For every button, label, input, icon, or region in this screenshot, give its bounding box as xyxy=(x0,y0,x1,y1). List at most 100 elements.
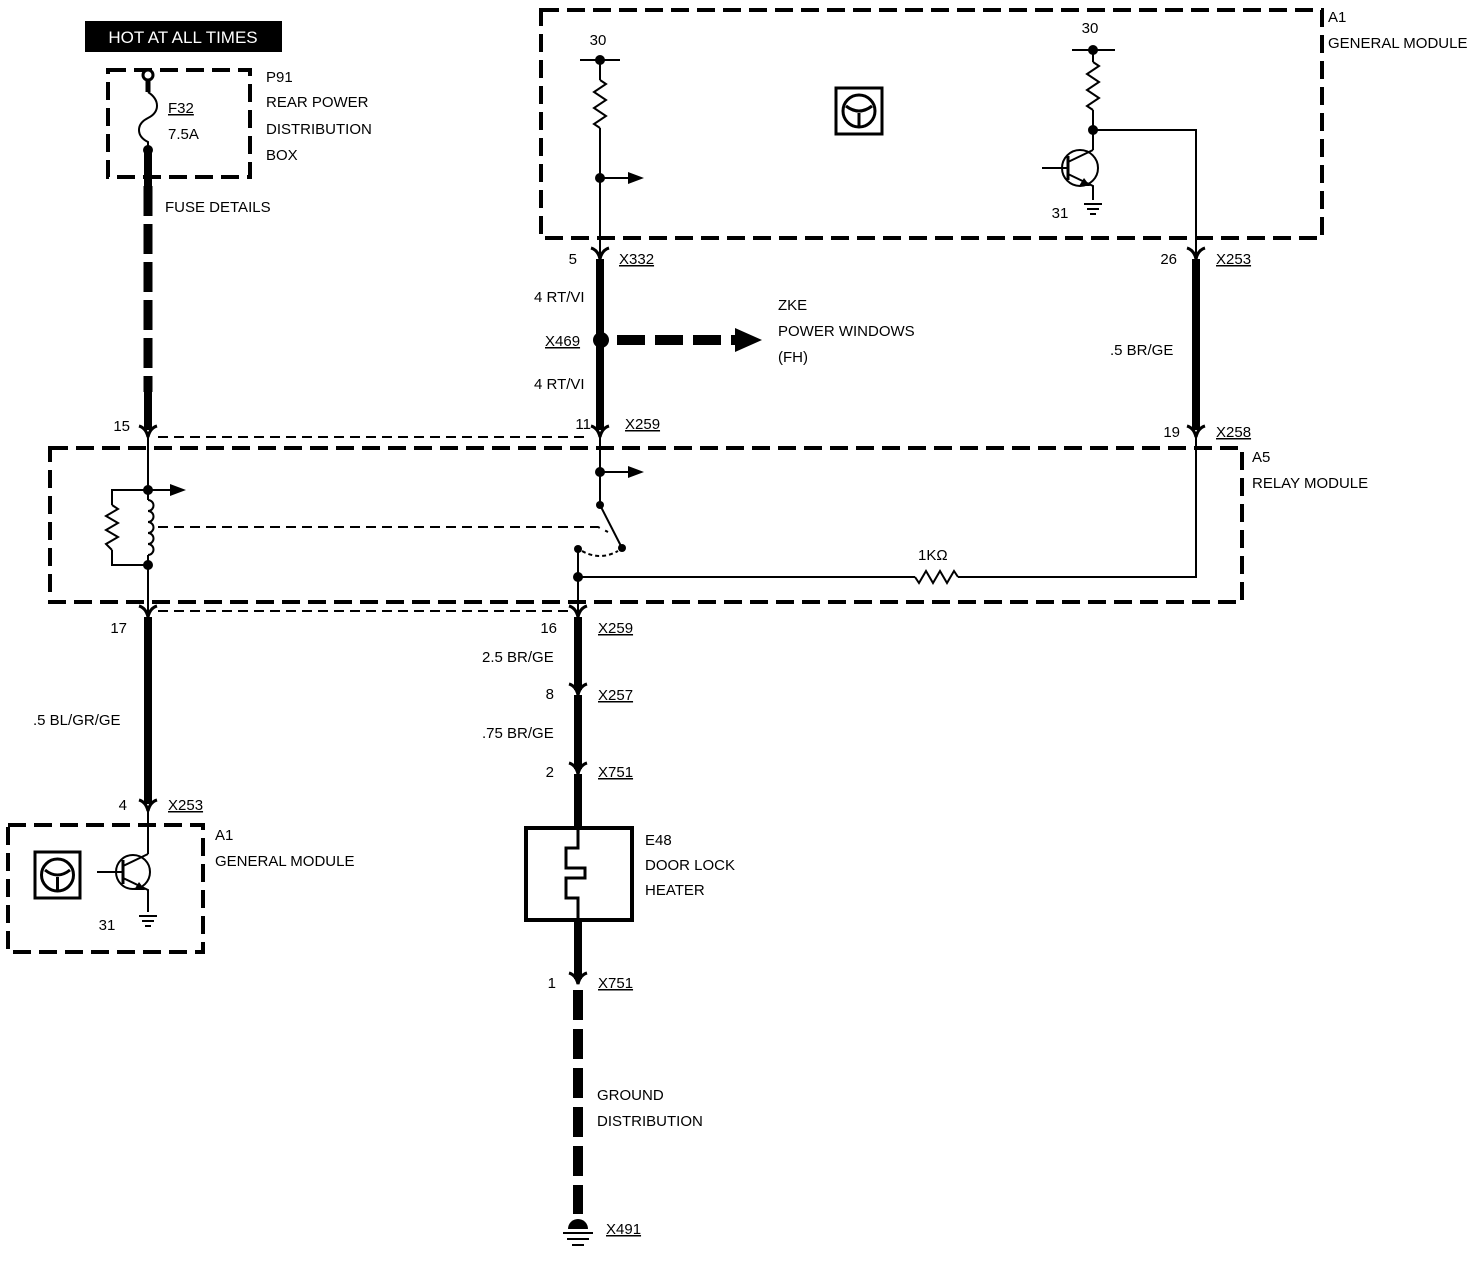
fuse-rating: 7.5A xyxy=(168,126,199,143)
connector-x259-16: 16 X259 xyxy=(540,604,633,637)
relay-mechanical-link xyxy=(158,526,609,533)
connector-pin: 5 xyxy=(569,251,577,268)
wire-segment xyxy=(111,550,148,566)
wire-075-br-ge: .75 BR/GE xyxy=(482,695,582,769)
general-module-top: A1 GENERAL MODULE 30 30 xyxy=(539,8,1467,256)
pin-30-left-label: 30 xyxy=(590,32,607,49)
general-module-bottom: A1 GENERAL MODULE 31 xyxy=(6,811,354,954)
relay-coil xyxy=(147,499,155,556)
zke-label-3: (FH) xyxy=(778,349,808,366)
ground-point-id: X491 xyxy=(606,1221,641,1238)
general-module-top-name: GENERAL MODULE xyxy=(1328,35,1467,52)
general-module-top-id: A1 xyxy=(1328,9,1346,26)
p91-line-2: DISTRIBUTION xyxy=(266,121,372,138)
connector-x257: 8 X257 xyxy=(546,682,633,704)
wire-label-upper: 4 RT/VI xyxy=(534,289,585,306)
wire-segment xyxy=(958,437,1197,578)
general-module-bottom-name: GENERAL MODULE xyxy=(215,853,354,870)
switch-contact-dot xyxy=(618,544,626,552)
connector-pin: 26 xyxy=(1160,251,1177,268)
connector-id: X259 xyxy=(625,416,660,433)
wire-25-br-ge: 2.5 BR/GE xyxy=(482,617,582,690)
connector-x253-top: 26 X253 xyxy=(1160,246,1251,268)
connector-x259-11: 11 X259 xyxy=(575,416,660,438)
wire-05-br-ge-right: .5 BR/GE xyxy=(1110,259,1200,430)
fuse-top-terminal xyxy=(141,68,155,82)
ground-distribution: GROUND DISTRIBUTION X491 xyxy=(563,990,703,1246)
p91-line-3: BOX xyxy=(266,147,298,164)
pull-up-resistor-left xyxy=(592,79,608,129)
connector-symbol xyxy=(568,971,588,985)
switch-travel-arc xyxy=(581,550,619,557)
resistor-1k-label: 1KΩ xyxy=(918,547,948,564)
connector-x332: 5 X332 xyxy=(569,246,654,268)
heater-line-2: HEATER xyxy=(645,882,705,899)
connector-id: X751 xyxy=(598,975,633,992)
connector-pin: 19 xyxy=(1163,424,1180,441)
ground-icon xyxy=(139,915,157,927)
heater-line-1: DOOR LOCK xyxy=(645,857,735,874)
transistor-bottom xyxy=(97,853,151,912)
connector-x751-pin-2: 2 X751 xyxy=(546,761,633,781)
hot-at-all-times-banner: HOT AT ALL TIMES xyxy=(85,21,282,52)
connector-pin: 8 xyxy=(546,686,554,703)
steering-wheel-icon xyxy=(33,850,82,900)
pin-31-label: 31 xyxy=(99,917,116,934)
banner-background xyxy=(85,21,282,52)
connector-id: X258 xyxy=(1216,424,1251,441)
junction-dot xyxy=(143,560,153,570)
fuse-details-label: FUSE DETAILS xyxy=(165,199,271,216)
connector-pin: 17 xyxy=(110,620,127,637)
zke-label-2: POWER WINDOWS xyxy=(778,323,915,340)
connector-x258: 19 X258 xyxy=(1163,424,1251,441)
heater-element-icon xyxy=(564,830,587,918)
relay-switch-arm xyxy=(599,504,623,549)
general-module-bottom-boundary xyxy=(6,823,205,954)
connector-x253-bottom: 4 X253 xyxy=(119,797,203,814)
connector-id: X259 xyxy=(598,620,633,637)
relay-module-boundary xyxy=(48,446,1244,604)
transistor-top xyxy=(1042,149,1099,200)
relay-module-name: RELAY MODULE xyxy=(1252,475,1368,492)
splice-x469-dot xyxy=(593,332,609,348)
signal-arrow-icon xyxy=(628,466,644,478)
relay-module-id: A5 xyxy=(1252,449,1270,466)
connector-pin: 16 xyxy=(540,620,557,637)
zke-arrow-icon xyxy=(735,328,762,352)
signal-arrow-icon xyxy=(170,484,186,496)
wire-label: .75 BR/GE xyxy=(482,725,554,742)
output-wire-to-x253 xyxy=(1093,129,1197,256)
p91-line-1: REAR POWER xyxy=(266,94,369,111)
splice-x469-label: X469 xyxy=(545,333,580,350)
heater-id: E48 xyxy=(645,832,672,849)
wire-label-lower: 4 RT/VI xyxy=(534,376,585,393)
wire-label: 2.5 BR/GE xyxy=(482,649,554,666)
fuse-id: F32 xyxy=(168,100,194,117)
ground-icon xyxy=(1084,203,1102,215)
wire-05-bl-gr-ge: .5 BL/GR/GE xyxy=(33,617,152,804)
connector-pin: 11 xyxy=(575,416,591,433)
connector-id: X751 xyxy=(598,764,633,781)
resistor-1k xyxy=(914,569,959,585)
connector-pin: 1 xyxy=(548,975,556,992)
connector-id: X253 xyxy=(168,797,203,814)
banner-label: HOT AT ALL TIMES xyxy=(108,28,257,47)
relay-module: A5 RELAY MODULE 1KΩ xyxy=(48,437,1368,614)
fuse-output-wire: FUSE DETAILS xyxy=(143,150,271,430)
pull-up-resistor-right xyxy=(1085,61,1101,111)
p91-id: P91 xyxy=(266,69,293,86)
connector-id: X332 xyxy=(619,251,654,268)
general-module-top-boundary xyxy=(539,8,1324,240)
zke-label-1: ZKE xyxy=(778,297,807,314)
coil-suppression-resistor xyxy=(104,504,120,551)
p91-boundary xyxy=(106,68,252,179)
wire-label: .5 BL/GR/GE xyxy=(33,712,121,729)
p91-rear-power-distribution-box: F32 7.5A P91 REAR POWER DISTRIBUTION BOX xyxy=(106,68,372,179)
wire-segment xyxy=(111,489,148,505)
pin-30-right-label: 30 xyxy=(1082,20,1099,37)
connector-pin: 4 xyxy=(119,797,127,814)
connector-id: X257 xyxy=(598,687,633,704)
pin-31-label: 31 xyxy=(1052,205,1069,222)
door-lock-heater-e48: E48 DOOR LOCK HEATER xyxy=(524,826,735,922)
